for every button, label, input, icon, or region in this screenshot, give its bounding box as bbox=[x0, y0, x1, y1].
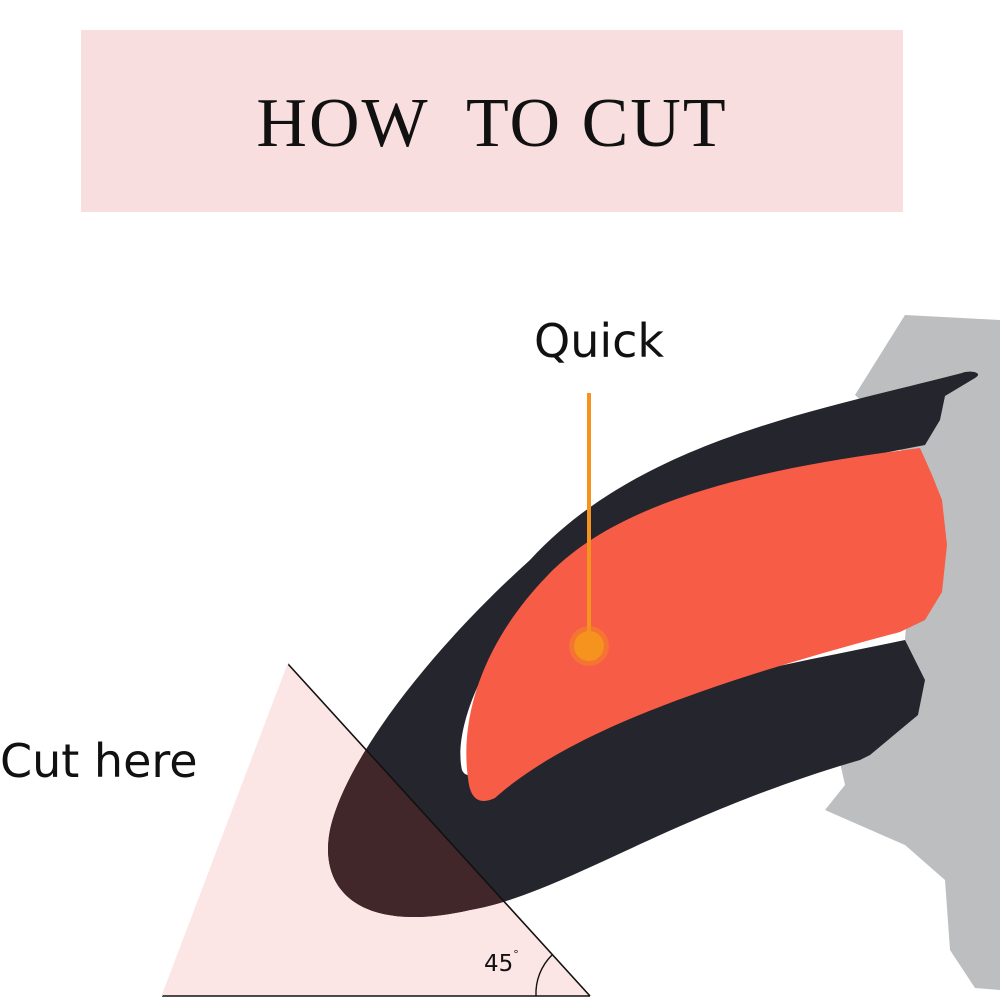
title-banner: HOW TO CUT bbox=[81, 30, 903, 212]
paw-shape bbox=[825, 315, 1000, 990]
triangle-left-edge bbox=[161, 663, 289, 997]
quick-label: Quick bbox=[534, 314, 665, 368]
title: HOW TO CUT bbox=[256, 85, 728, 162]
angle-label: 45° bbox=[484, 949, 519, 977]
angle-unit: ° bbox=[513, 948, 519, 961]
cut-here-label: Cut here bbox=[0, 734, 198, 788]
cut-line bbox=[287, 663, 591, 997]
quick-pointer-dot bbox=[574, 631, 604, 661]
quick-shape bbox=[466, 448, 947, 801]
angle-arc bbox=[535, 954, 553, 997]
angle-value: 45 bbox=[484, 951, 514, 977]
